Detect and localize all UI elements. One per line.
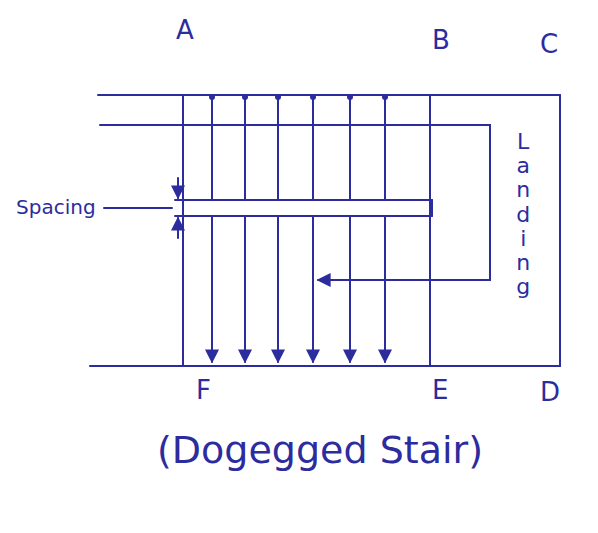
stair-edge <box>182 95 184 366</box>
upper-treads <box>212 95 385 200</box>
walking-line <box>100 125 490 280</box>
caption: (Dogegged Stair) <box>157 430 483 472</box>
landing-label: Landing <box>515 130 532 299</box>
mid-wall <box>175 215 432 217</box>
corner-letter: D <box>540 378 560 407</box>
mid-wall <box>175 199 432 201</box>
corner-letter: E <box>432 376 448 405</box>
leader-line <box>104 207 172 209</box>
mid-wall <box>431 200 433 216</box>
spacing-label: Spacing <box>16 196 96 218</box>
top-line <box>98 94 560 96</box>
dimension-arrow <box>177 178 179 198</box>
stair-edge <box>429 95 431 366</box>
corner-letter: F <box>196 376 211 405</box>
corner-letter: A <box>176 16 194 45</box>
landing-wall <box>559 95 561 366</box>
tread-dots <box>209 94 388 100</box>
corner-letter: B <box>432 26 450 55</box>
corner-letter: C <box>540 30 558 59</box>
dimension-arrow <box>177 218 179 238</box>
lower-treads <box>212 216 385 362</box>
bottom-line <box>90 365 560 367</box>
